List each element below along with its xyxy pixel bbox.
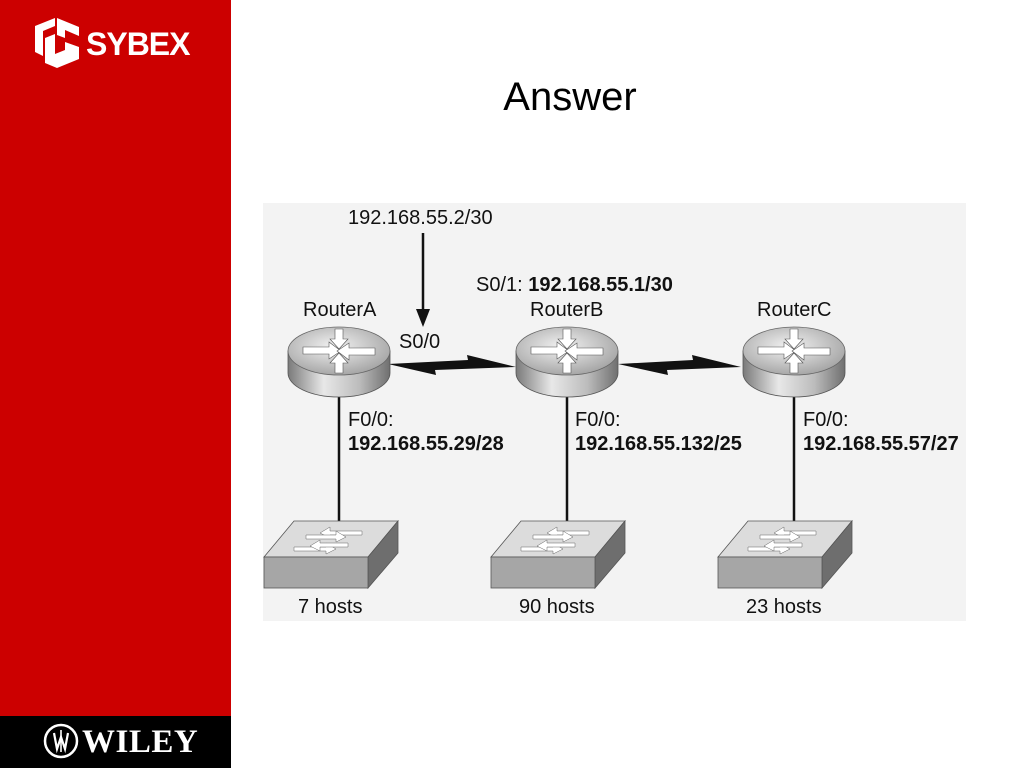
- network-diagram-svg: [263, 233, 853, 590]
- lan-a-hosts-label: 7 hosts: [298, 596, 363, 618]
- wiley-seal-icon: [43, 723, 79, 759]
- switch-b-icon: [490, 519, 626, 590]
- router-b-icon: [515, 326, 619, 398]
- router-a-name: RouterA: [303, 299, 377, 321]
- router-c-icon: [742, 326, 846, 398]
- router-a-interface-label: S0/0: [399, 331, 441, 353]
- sidebar: [0, 0, 231, 716]
- serial-link-a-b: [388, 355, 516, 375]
- lan-a-interface-label: F0/0:: [348, 409, 394, 431]
- sybex-logo-icon: [35, 18, 79, 68]
- network-diagram: 192.168.55.2/30 S0/1: 192.168.55.1/30 Ro…: [263, 203, 966, 621]
- router-b-name: RouterB: [530, 299, 604, 321]
- router-b-serial-address: 192.168.55.1/30: [528, 274, 673, 296]
- sybex-wordmark: SYBEX: [86, 26, 190, 62]
- lan-c-address: 192.168.55.57/27: [803, 432, 959, 456]
- switch-a-icon: [263, 519, 399, 590]
- slide-title: Answer: [503, 75, 637, 119]
- router-b-serial-label: S0/1: 192.168.55.1/30: [476, 273, 673, 297]
- lan-b-address: 192.168.55.132/25: [575, 432, 742, 456]
- lan-b-address-value: 192.168.55.132/25: [575, 433, 742, 455]
- lan-c-interface-label: F0/0:: [803, 409, 849, 431]
- lan-a-address: 192.168.55.29/28: [348, 432, 504, 456]
- lan-b-interface-label: F0/0:: [575, 409, 621, 431]
- lan-c-hosts-label: 23 hosts: [746, 596, 822, 618]
- switch-c-icon: [717, 519, 853, 590]
- footer-band: [0, 716, 231, 768]
- upstream-address-label: 192.168.55.2/30: [348, 207, 493, 229]
- lan-c-address-value: 192.168.55.57/27: [803, 433, 959, 455]
- upstream-arrow: [416, 233, 430, 327]
- router-b-serial-prefix: S0/1:: [476, 274, 523, 296]
- router-c-name: RouterC: [757, 299, 832, 321]
- wiley-wordmark: WILEY: [82, 724, 199, 760]
- lan-a-address-value: 192.168.55.29/28: [348, 433, 504, 455]
- lan-b-hosts-label: 90 hosts: [519, 596, 595, 618]
- router-a-icon: [287, 326, 391, 398]
- serial-link-b-c: [618, 355, 741, 375]
